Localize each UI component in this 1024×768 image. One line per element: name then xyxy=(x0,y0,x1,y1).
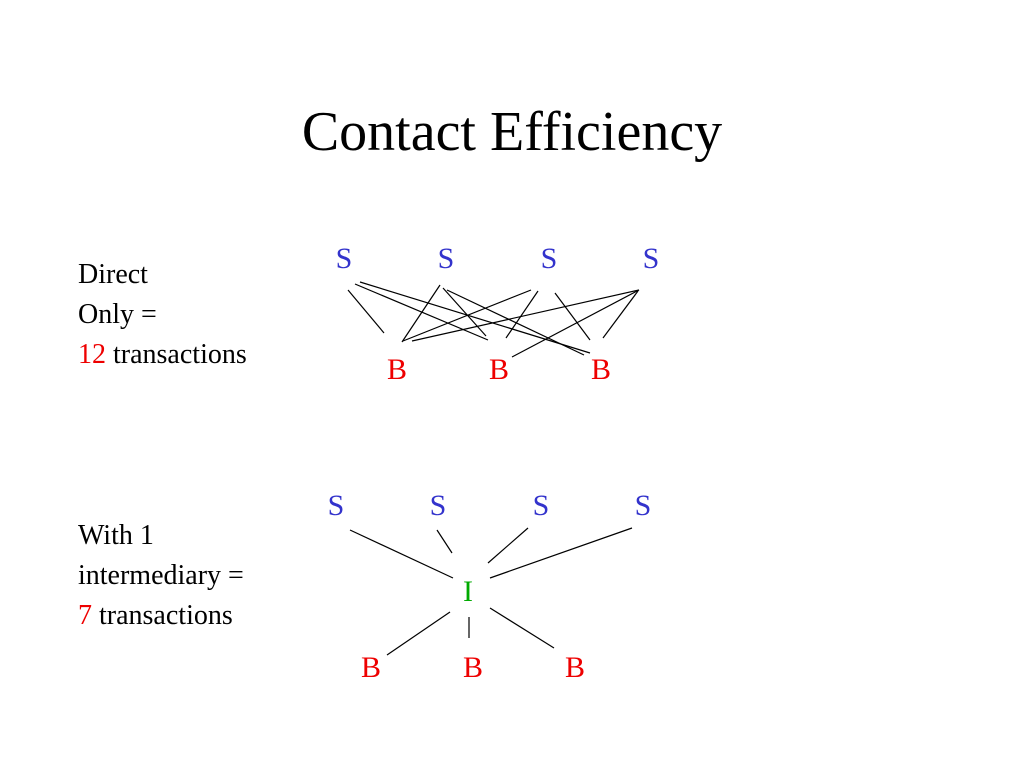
direct-suffix: transactions xyxy=(106,339,247,370)
direct-edge xyxy=(401,284,441,343)
intermediary-seller-node: S xyxy=(635,489,652,522)
direct-edge xyxy=(446,289,585,356)
intermediary-seller-node: S xyxy=(533,489,550,522)
intermediary-label-line1: With 1 xyxy=(78,520,154,551)
intermediary-nodes: S S S S I B B B xyxy=(328,489,652,684)
intermediary-edge xyxy=(349,529,454,579)
intermediary-edge xyxy=(489,527,633,579)
direct-seller-node: S xyxy=(541,242,558,275)
intermediary-buyer-node: B xyxy=(463,651,483,684)
direct-label-line3: 12 transactions xyxy=(78,335,247,375)
direct-edge xyxy=(402,289,532,342)
direct-buyer-node: B xyxy=(387,353,407,386)
intermediary-suffix: transactions xyxy=(92,600,233,631)
intermediary-seller-node: S xyxy=(430,489,447,522)
intermediary-buyer-node: B xyxy=(361,651,381,684)
direct-buyer-node: B xyxy=(489,353,509,386)
direct-edge xyxy=(442,287,487,337)
direct-edge xyxy=(411,289,640,342)
intermediary-label-line3: 7 transactions xyxy=(78,596,244,636)
intermediary-edge xyxy=(436,529,453,554)
intermediary-hub-node: I xyxy=(463,575,473,608)
direct-edge xyxy=(347,289,385,334)
direct-edges xyxy=(347,281,640,358)
intermediary-edge xyxy=(386,611,451,656)
intermediary-buyer-node: B xyxy=(565,651,585,684)
intermediary-seller-node: S xyxy=(328,489,345,522)
direct-label-line1: Direct xyxy=(78,259,148,290)
direct-count: 12 xyxy=(78,339,106,370)
direct-nodes: S S S S B B B xyxy=(336,242,660,386)
direct-label-line2: Only = xyxy=(78,299,157,330)
direct-edge xyxy=(602,290,639,339)
direct-edge xyxy=(359,281,591,354)
intermediary-label-line2: intermediary = xyxy=(78,560,244,591)
intermediary-edge xyxy=(489,607,555,649)
direct-edge xyxy=(554,292,591,341)
direct-edge xyxy=(511,289,640,358)
direct-seller-node: S xyxy=(643,242,660,275)
intermediary-edge xyxy=(487,527,529,564)
intermediary-edges xyxy=(349,527,633,656)
direct-buyer-node: B xyxy=(591,353,611,386)
direct-edge xyxy=(505,290,539,339)
direct-label: Direct Only = 12 transactions xyxy=(78,255,247,375)
direct-seller-node: S xyxy=(438,242,455,275)
page-title: Contact Efficiency xyxy=(301,101,723,163)
intermediary-label: With 1 intermediary = 7 transactions xyxy=(78,516,244,636)
intermediary-count: 7 xyxy=(78,600,92,631)
direct-seller-node: S xyxy=(336,242,353,275)
